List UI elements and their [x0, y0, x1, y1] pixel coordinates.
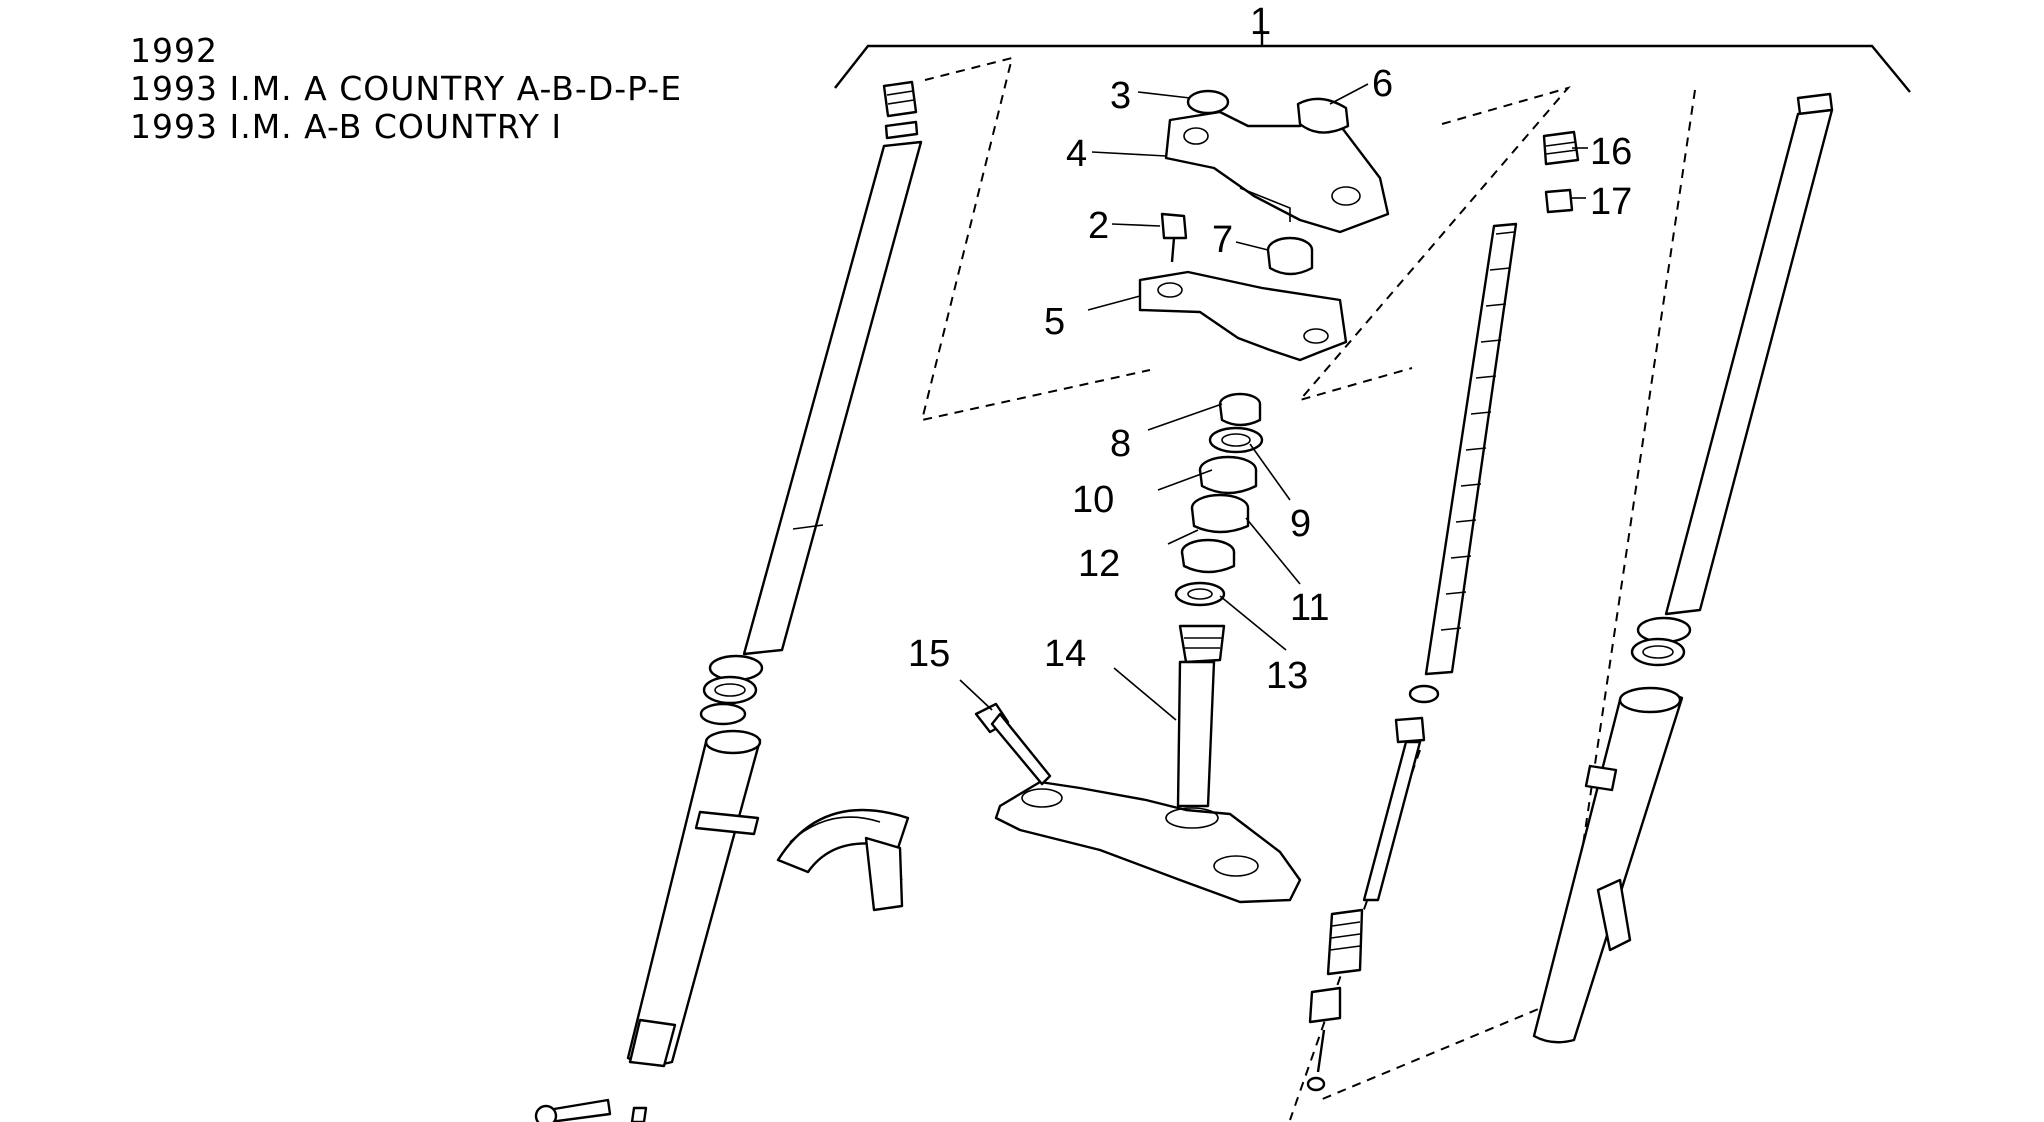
middle-plate: [1138, 270, 1348, 362]
fork-spring: [1306, 130, 1580, 1092]
callout-12: 12: [1078, 543, 1120, 585]
callout-6: 6: [1372, 63, 1393, 105]
callout-11: 11: [1290, 587, 1329, 629]
callout-7: 7: [1212, 219, 1233, 261]
callout-8: 8: [1110, 423, 1131, 465]
leader-lines: [959, 83, 1588, 721]
dashed-frame-right: [1297, 86, 1571, 402]
top-yoke: [1164, 89, 1390, 234]
stem-nut: [1266, 236, 1314, 276]
steering-stem: [994, 624, 1302, 904]
pinch-bolt: [1160, 212, 1188, 263]
bearing-stack: [1174, 392, 1264, 607]
callout-5: 5: [1044, 301, 1065, 343]
callout-16: 16: [1590, 131, 1632, 173]
callout-4: 4: [1066, 133, 1087, 175]
left-fork-leg: [534, 80, 923, 1122]
callout-17: 17: [1590, 181, 1632, 223]
dashed-frame-left: [920, 56, 1151, 422]
header-line-3: 1993 I.M. A-B COUNTRY I: [130, 107, 562, 146]
callout-9: 9: [1290, 503, 1311, 545]
callout-14: 14: [1044, 633, 1086, 675]
header-line-2: 1993 I.M. A COUNTRY A-B-D-P-E: [130, 69, 682, 108]
callout-1: 1: [1250, 1, 1271, 43]
callout-10: 10: [1072, 479, 1114, 521]
callout-numbers: 1 2 3 4 5 6 7 8 9 10 11 12 13 14 15 16 1…: [908, 1, 1632, 697]
model-year-header: 1992 1993 I.M. A COUNTRY A-B-D-P-E 1993 …: [130, 31, 682, 146]
callout-2: 2: [1088, 205, 1109, 247]
fender-bracket: [776, 808, 910, 874]
header-line-1: 1992: [130, 31, 218, 70]
callout-15: 15: [908, 633, 950, 675]
callout-3: 3: [1110, 75, 1131, 117]
stem-screw: [974, 702, 1052, 786]
assembly-bracket: [834, 30, 1911, 93]
callout-13: 13: [1266, 655, 1308, 697]
right-fork-leg: [1532, 92, 1834, 1044]
